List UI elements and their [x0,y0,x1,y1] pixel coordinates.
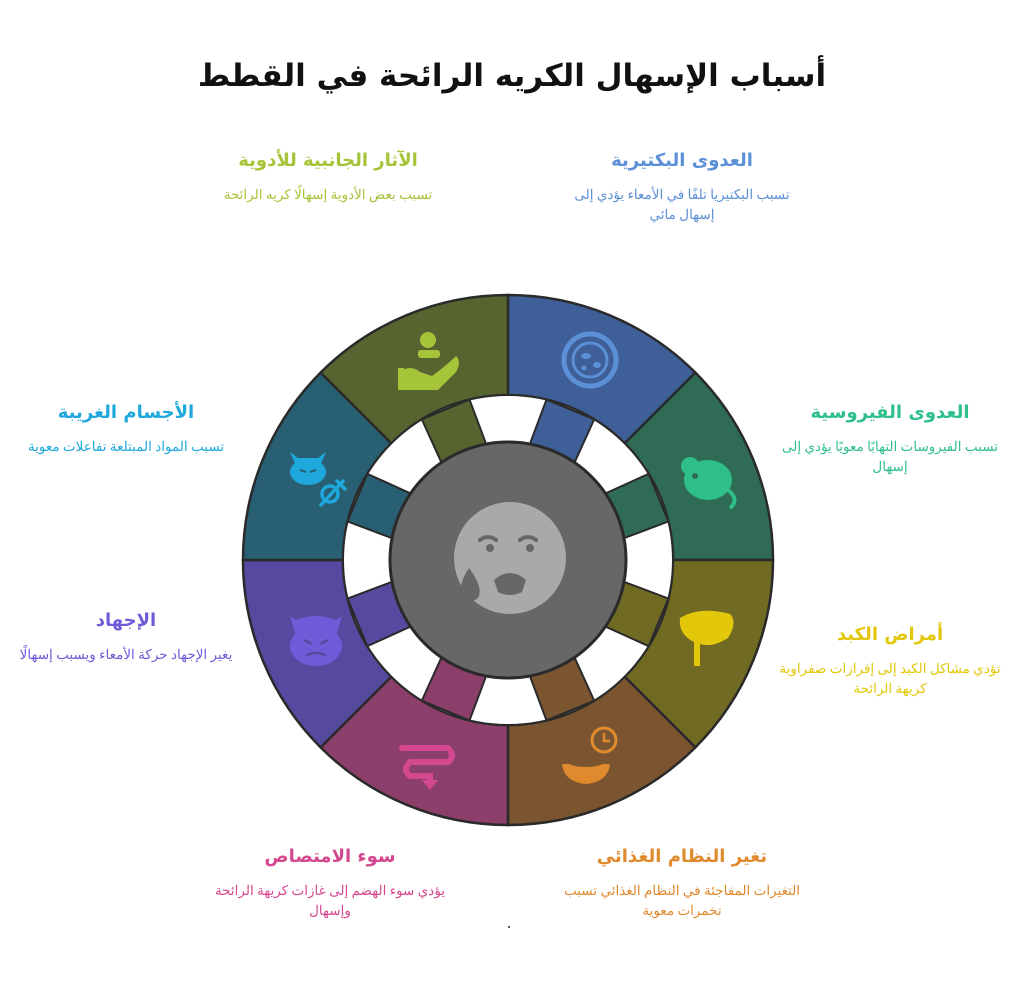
label-bacterial: العدوى البكتيرية تسبب البكتيريا تلفًا في… [562,150,802,225]
desc-foreign: تسبب المواد المبتلعة تفاعلات معوية [27,439,225,454]
desc-viral: تسبب الفيروسات التهابًا معويًا يؤدي إلى … [781,439,999,474]
stressed-cat-icon [290,616,342,666]
heading-diet: تغير النظام الغذائي [596,846,768,867]
heading-bacterial: العدوى البكتيرية [611,150,753,171]
sad-sweating-face-icon [454,502,566,614]
desc-drugs: تسبب بعض الأدوية إسهالًا كريه الرائحة [223,187,433,202]
desc-bacterial: تسبب البكتيريا تلفًا في الأمعاء يؤدي إلى… [574,187,790,222]
label-drugs: الآثار الجانبية للأدوية تسبب بعض الأدوية… [208,150,448,205]
heading-viral: العدوى الفيروسية [810,402,970,423]
heading-stress: الإجهاد [95,610,157,631]
hand-pill-icon [398,332,459,390]
stray-dot [508,926,510,928]
heading-drugs: الآثار الجانبية للأدوية [238,150,418,171]
intestine-arrow-icon [399,745,455,790]
virus-rodent-icon [681,457,737,510]
wheel-segments [241,293,775,827]
center-hub [388,440,628,680]
label-foreign: الأجسام الغريبة تسبب المواد المبتلعة تفا… [6,402,246,457]
bacteria-petri-dish-icon [561,331,619,389]
segment-icons [290,331,737,790]
heading-liver: أمراض الكبد [836,624,944,645]
label-malabsorption: سوء الامتصاص يؤدي سوء الهضم إلى غازات كر… [210,846,450,921]
cat-object-icon [290,452,348,508]
food-bowl-clock-icon [562,726,618,784]
label-viral: العدوى الفيروسية تسبب الفيروسات التهابًا… [770,402,1010,477]
desc-malabsorption: يؤدي سوء الهضم إلى غازات كريهة الرائحة و… [214,883,446,918]
heading-malabsorption: سوء الامتصاص [264,846,396,867]
label-liver: أمراض الكبد تؤدي مشاكل الكبد إلى إفرازات… [770,624,1010,699]
desc-stress: يغير الإجهاد حركة الأمعاء ويسبب إسهالًا [19,647,233,662]
liver-icon [679,610,734,666]
desc-liver: تؤدي مشاكل الكبد إلى إفرازات صفراوية كري… [779,661,1001,696]
label-diet: تغير النظام الغذائي التغيرات المفاجئة في… [562,846,802,921]
desc-diet: التغيرات المفاجئة في النظام الغذائي تسبب… [563,883,801,918]
page-title: أسباب الإسهال الكريه الرائحة في القطط [197,58,827,94]
label-stress: الإجهاد يغير الإجهاد حركة الأمعاء ويسبب … [6,610,246,665]
heading-foreign: الأجسام الغريبة [57,402,195,423]
